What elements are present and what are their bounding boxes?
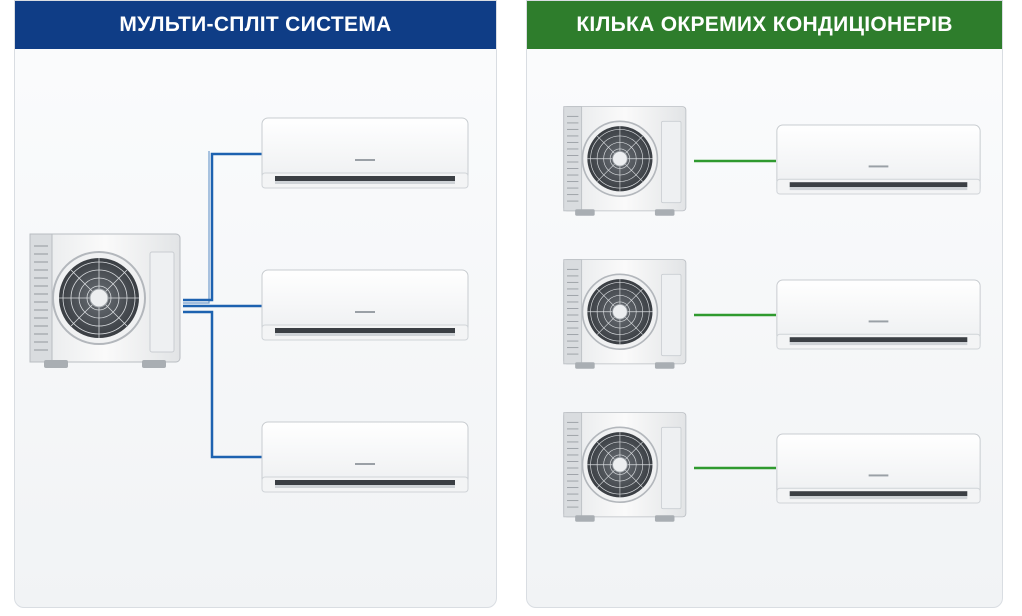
separate-outdoor-unit-3 (562, 411, 687, 523)
multi-split-indoor-unit-3 (261, 421, 469, 493)
separate-outdoor-unit-2 (562, 258, 687, 370)
separate-outdoor-unit-1 (562, 105, 687, 217)
separate-ac-header: КІЛЬКА ОКРЕМИХ КОНДИЦІОНЕРІВ (527, 1, 1002, 49)
multi-split-indoor-unit-2 (261, 269, 469, 341)
multi-split-header: МУЛЬТИ-СПЛІТ СИСТЕМА (15, 1, 496, 49)
separate-indoor-unit-3 (776, 433, 981, 504)
multi-split-outdoor-unit (29, 233, 181, 369)
multi-split-title: МУЛЬТИ-СПЛІТ СИСТЕМА (119, 13, 392, 36)
separate-ac-lines (694, 159, 776, 470)
separate-indoor-unit-2 (776, 279, 981, 350)
multi-split-indoor-unit-1 (261, 117, 469, 189)
separate-indoor-unit-1 (776, 124, 981, 195)
multi-split-refrigerant-lines (183, 151, 262, 459)
separate-ac-title: КІЛЬКА ОКРЕМИХ КОНДИЦІОНЕРІВ (576, 13, 953, 36)
